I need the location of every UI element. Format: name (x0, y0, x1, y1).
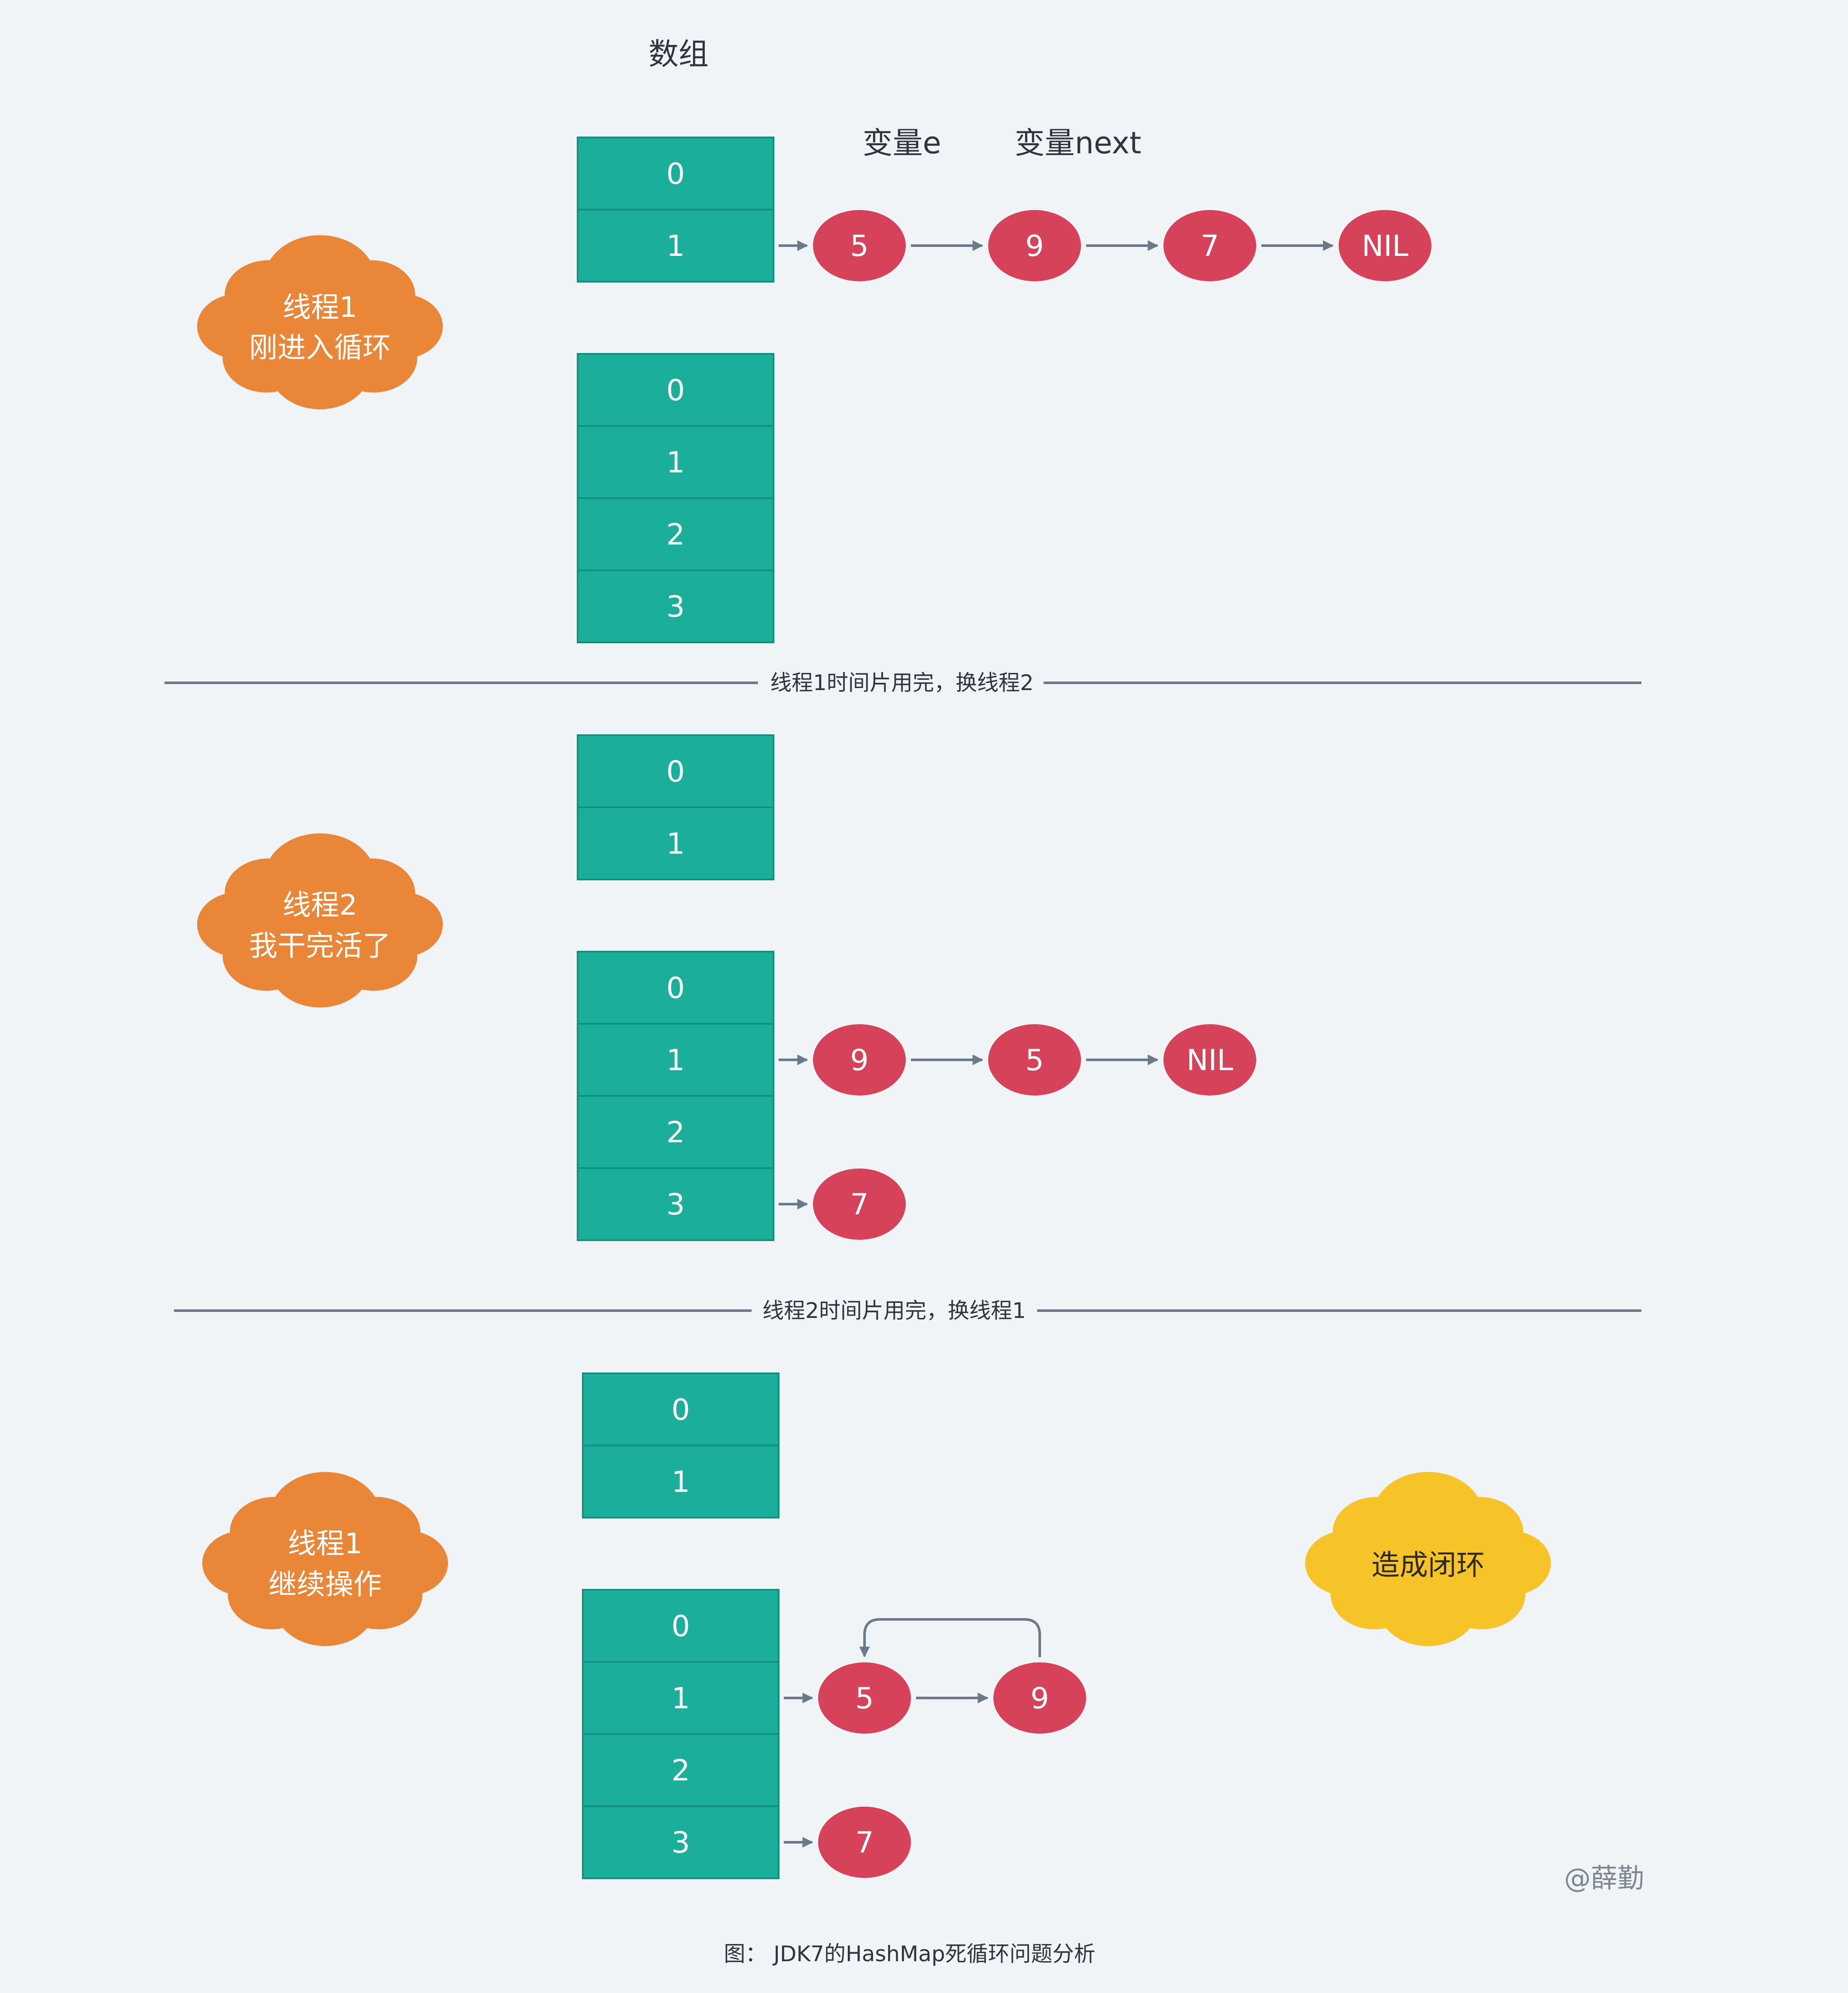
array-s1-new: 0 1 2 3 (577, 353, 774, 643)
cloud-text-line: 刚进入循环 (249, 331, 391, 364)
list-node (993, 1662, 1086, 1734)
var-e-label: 变量e (862, 125, 941, 161)
cloud-puff (264, 1515, 386, 1612)
array-cell-label: 2 (671, 1754, 690, 1788)
cloud-thread1-entering-loop: 线程1 刚进入循环 (197, 235, 443, 410)
list-node (1163, 210, 1256, 281)
array-cell-label: 3 (671, 1826, 690, 1860)
array-cell-label: 0 (671, 1393, 690, 1427)
array-cell (577, 569, 774, 643)
list-node (1163, 1024, 1256, 1095)
divider-label-1: 线程1时间片用完，换线程2 (770, 670, 1034, 695)
arrows-layer (779, 240, 1334, 1848)
list-node-label: 9 (1030, 1682, 1049, 1716)
list-node-label: 5 (1025, 1044, 1044, 1077)
list-node-label: NIL (1362, 229, 1409, 263)
array-cell (582, 1661, 779, 1735)
chain-4: 7 (818, 1807, 911, 1878)
figure-caption: 图： JDK7的HashMap死循环问题分析 (724, 1941, 1095, 1966)
cloud-text-line: 线程1 (283, 291, 357, 324)
array-cell-label: 0 (666, 157, 685, 191)
list-node (818, 1662, 911, 1734)
array-s2-new: 0 1 2 3 (577, 951, 774, 1241)
list-node (813, 210, 906, 281)
list-node-label: 5 (850, 229, 868, 263)
cloud-thread1-continue: 线程1 继续操作 (202, 1472, 448, 1646)
array-cell (582, 1805, 779, 1879)
list-node-label: NIL (1187, 1044, 1233, 1077)
array-cell-label: 3 (666, 1188, 685, 1222)
array-cell-label: 1 (666, 229, 685, 263)
cloud-text-line: 造成闭环 (1371, 1549, 1485, 1582)
chain-2: 7 (813, 1168, 906, 1240)
list-node (988, 210, 1081, 281)
cloud-closed-loop: 造成闭环 (1305, 1472, 1551, 1646)
chain-1: 9 5 NIL (813, 1024, 1256, 1095)
array-cell-label: 1 (666, 1044, 685, 1077)
cloud-shape (1305, 1472, 1551, 1646)
cloud-text-line: 线程2 (283, 888, 357, 922)
array-cell (582, 1733, 779, 1807)
list-node-label: 9 (850, 1044, 868, 1077)
list-node-label: 9 (1025, 229, 1044, 263)
array-cell (582, 1372, 779, 1446)
chain-0: 5 9 7 NIL (813, 210, 1431, 281)
cloud-puff (259, 876, 381, 973)
array-cell-label: 1 (671, 1682, 690, 1716)
list-node (1339, 210, 1431, 281)
credit-text: @薛勤 (1564, 1862, 1644, 1894)
array-cell-label: 0 (666, 374, 685, 408)
array-cell (577, 425, 774, 499)
array-cell (577, 806, 774, 880)
cloud-text-line: 线程1 (288, 1527, 362, 1560)
array-cell-label: 1 (666, 446, 685, 480)
cloud-shape (197, 235, 443, 410)
array-s2-old: 01 (577, 734, 774, 880)
cloud-text-line: 我干完活了 (249, 929, 391, 962)
array-s1-old: 01 (577, 137, 774, 283)
cloud-thread2-done: 线程2 我干完活了 (197, 833, 443, 1008)
array-cell (577, 734, 774, 808)
array-cell-label: 1 (671, 1465, 690, 1499)
array-cell (577, 497, 774, 571)
array-cell-label: 0 (666, 971, 685, 1005)
array-cell (577, 1095, 774, 1169)
array-cell (577, 209, 774, 283)
array-s3-old: 01 (582, 1372, 779, 1518)
list-node-label: 7 (1200, 229, 1219, 263)
cloud-puff (1367, 1515, 1489, 1612)
array-cell (582, 1589, 779, 1663)
list-node (818, 1807, 911, 1878)
list-node-label: 7 (855, 1826, 874, 1860)
array-cell-label: 3 (666, 590, 685, 624)
array-cell-label: 2 (666, 518, 685, 552)
cloud-shape (202, 1472, 448, 1646)
array-cell-label: 0 (671, 1610, 690, 1643)
list-node-label: 5 (855, 1682, 874, 1716)
var-next-label: 变量next (1014, 125, 1141, 161)
cloud-text-line: 继续操作 (268, 1568, 382, 1601)
array-title-label: 数组 (648, 37, 709, 72)
list-node-label: 7 (850, 1188, 868, 1222)
loop-back-arrow (859, 1618, 1041, 1658)
array-s3-new: 0 1 2 3 (582, 1589, 779, 1879)
list-node (988, 1024, 1081, 1095)
cloud-shape (197, 833, 443, 1008)
array-cell-label: 2 (666, 1116, 685, 1150)
array-cell (582, 1445, 779, 1518)
divider-label-2: 线程2时间片用完，换线程1 (762, 1298, 1026, 1323)
list-node (813, 1024, 906, 1095)
array-cell-label: 0 (666, 755, 685, 789)
array-cell-label: 1 (666, 827, 685, 861)
array-cell (577, 1167, 774, 1241)
array-cell (577, 1023, 774, 1097)
cloud-puff (259, 278, 381, 375)
list-node (813, 1168, 906, 1240)
